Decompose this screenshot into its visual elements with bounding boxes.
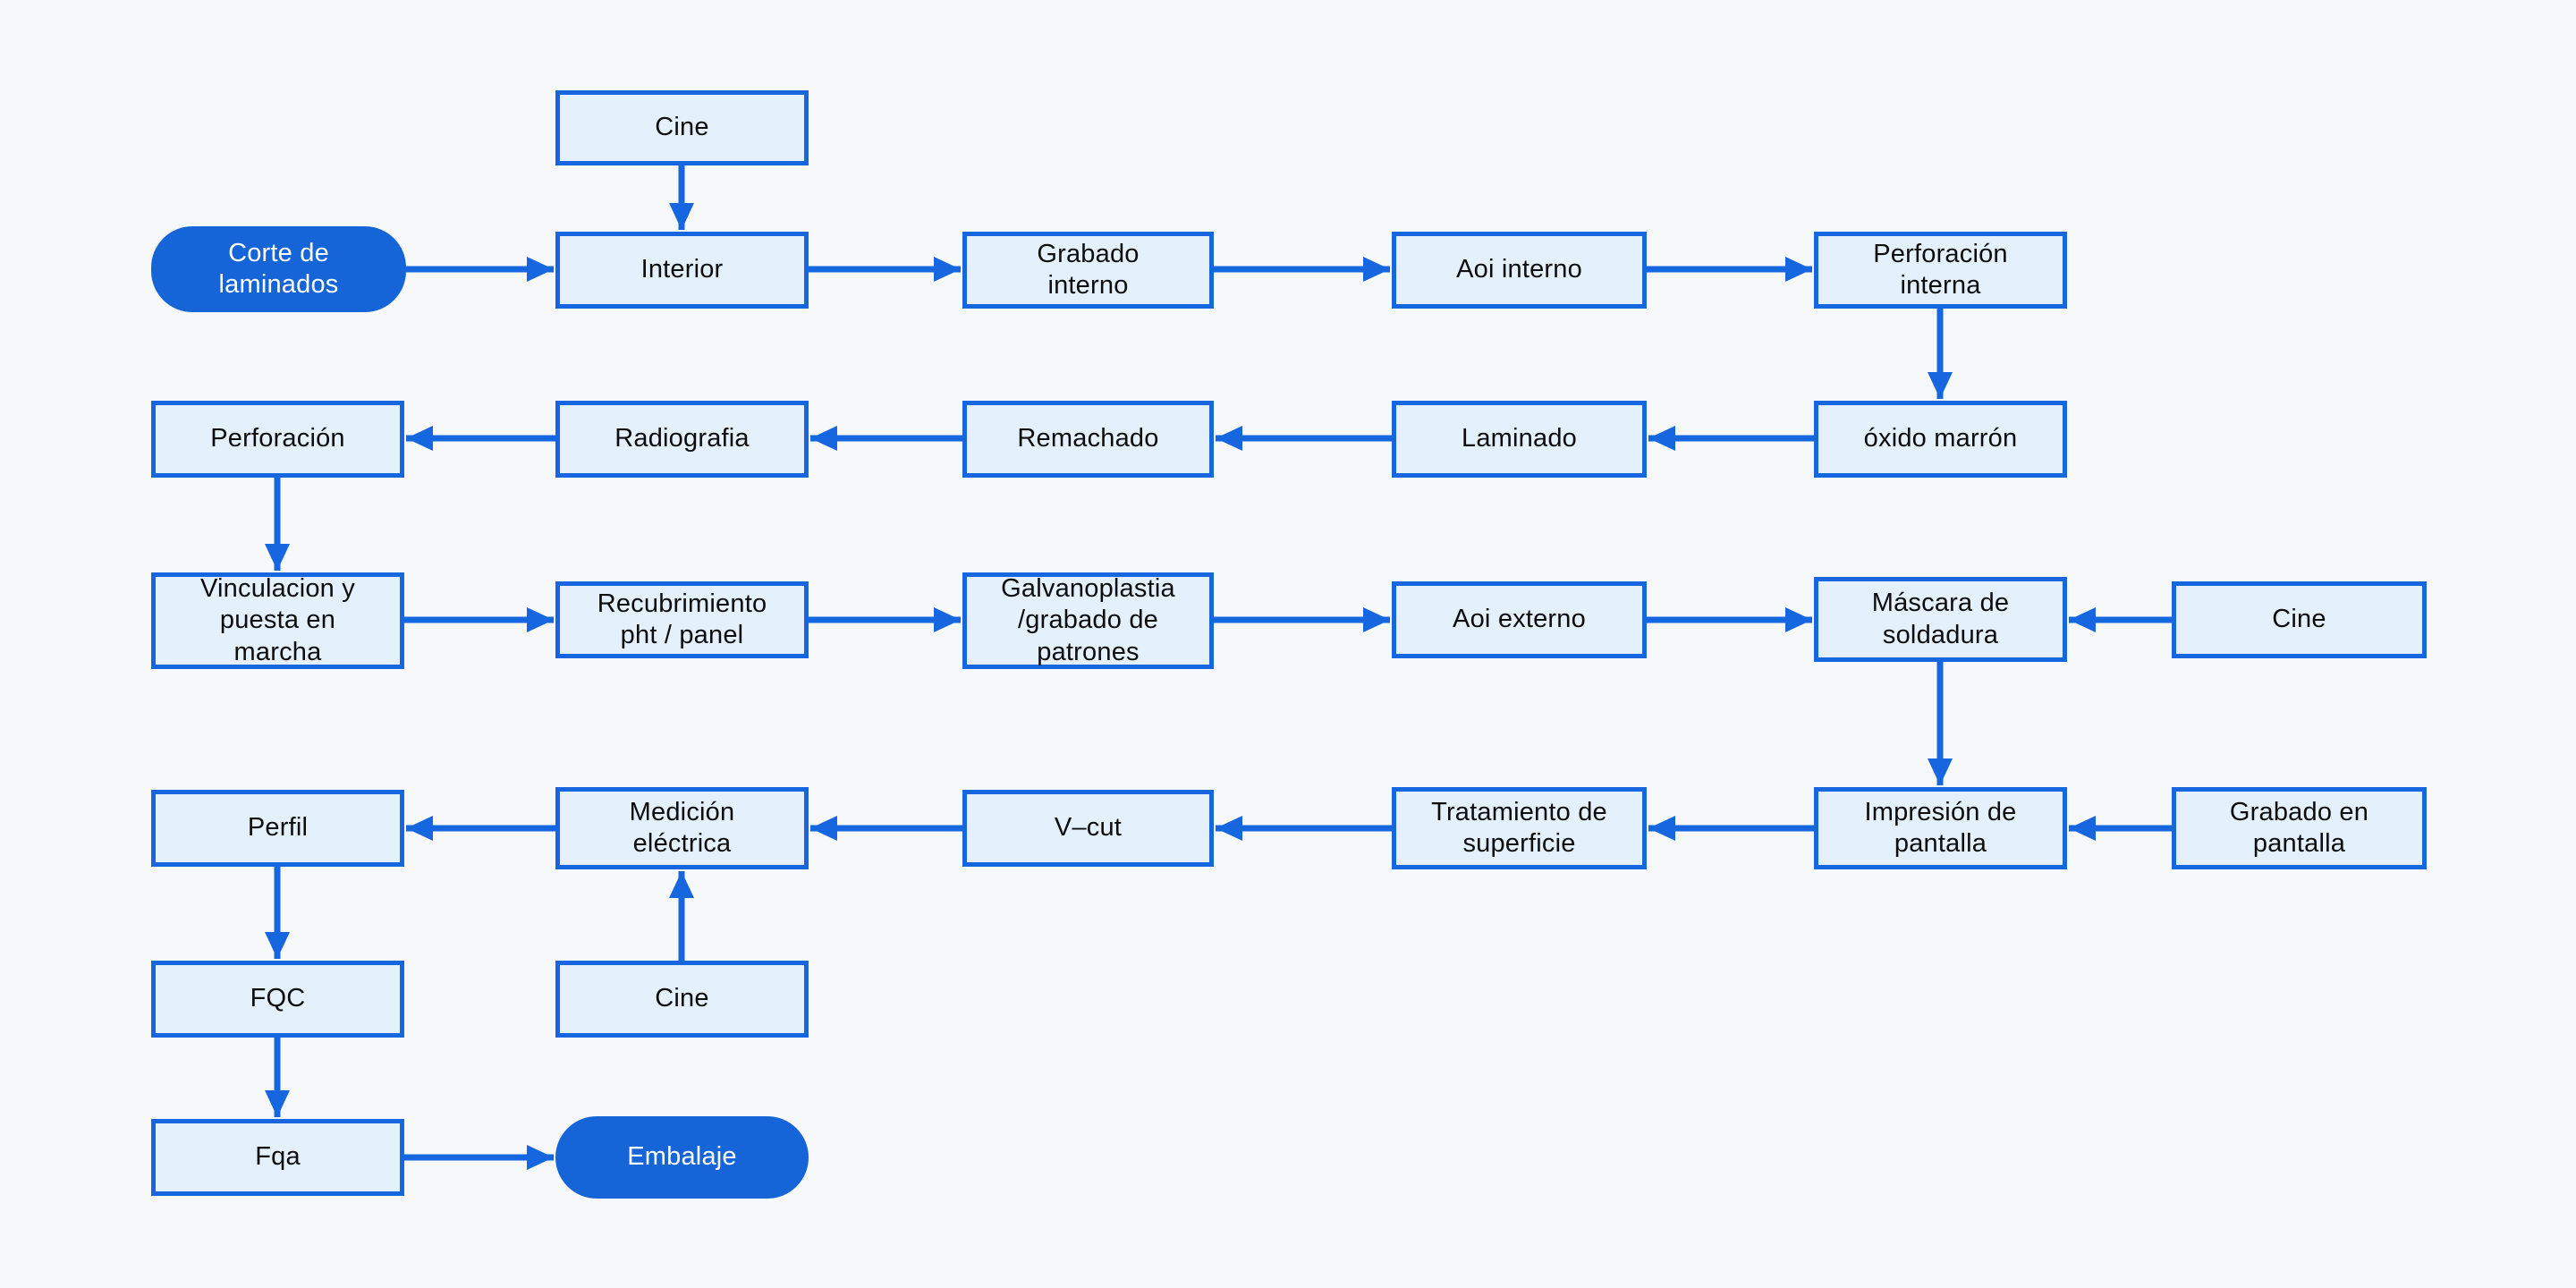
node-aoi-interno: Aoi interno xyxy=(1392,232,1647,309)
node-mascara-soldadura: Máscara de soldadura xyxy=(1814,577,2067,662)
node-aoi-externo: Aoi externo xyxy=(1392,581,1647,658)
node-perforacion-interna: Perforación interna xyxy=(1814,232,2067,309)
node-fqc: FQC xyxy=(151,961,404,1038)
node-tratamiento-superficie: Tratamiento de superficie xyxy=(1392,787,1647,869)
node-recubrimiento: Recubrimiento pht / panel xyxy=(555,581,809,658)
node-laminado: Laminado xyxy=(1392,401,1647,478)
node-remachado: Remachado xyxy=(962,401,1214,478)
node-cine-bottom: Cine xyxy=(555,961,809,1038)
node-corte-de-laminados: Corte de laminados xyxy=(151,226,406,312)
node-vinculacion: Vinculacion y puesta en marcha xyxy=(151,572,404,669)
node-perfil: Perfil xyxy=(151,790,404,867)
node-v-cut: V–cut xyxy=(962,790,1214,867)
node-grabado-pantalla: Grabado en pantalla xyxy=(2172,787,2427,869)
node-medicion-electrica: Medición eléctrica xyxy=(555,787,809,869)
node-cine-top: Cine xyxy=(555,90,809,165)
node-fqa: Fqa xyxy=(151,1119,404,1196)
node-galvanoplastia: Galvanoplastia /grabado de patrones xyxy=(962,572,1214,669)
node-cine-right: Cine xyxy=(2172,581,2427,658)
node-interior: Interior xyxy=(555,232,809,309)
node-embalaje: Embalaje xyxy=(555,1116,809,1199)
node-oxido-marron: óxido marrón xyxy=(1814,401,2067,478)
node-grabado-interno: Grabado interno xyxy=(962,232,1214,309)
node-radiografia: Radiografia xyxy=(555,401,809,478)
node-perforacion: Perforación xyxy=(151,401,404,478)
node-impresion-pantalla: Impresión de pantalla xyxy=(1814,787,2067,869)
